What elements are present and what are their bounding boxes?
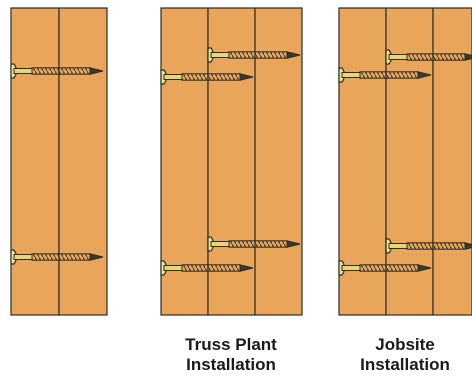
caption-line-2: Installation: [360, 355, 450, 374]
panel-1-boards: [10, 7, 108, 316]
caption-line-1: Jobsite: [375, 335, 435, 354]
jobsite-caption: Jobsite Installation: [340, 335, 470, 375]
board-1: [10, 7, 60, 316]
truss-plant-caption: Truss Plant Installation: [166, 335, 296, 375]
board-3: [254, 7, 303, 316]
caption-line-2: Installation: [186, 355, 276, 374]
caption-line-1: Truss Plant: [185, 335, 277, 354]
board-2: [58, 7, 108, 316]
board-2: [207, 7, 256, 316]
board-1: [160, 7, 209, 316]
truss-plant-boards: [160, 7, 303, 316]
board-1: [338, 7, 387, 316]
